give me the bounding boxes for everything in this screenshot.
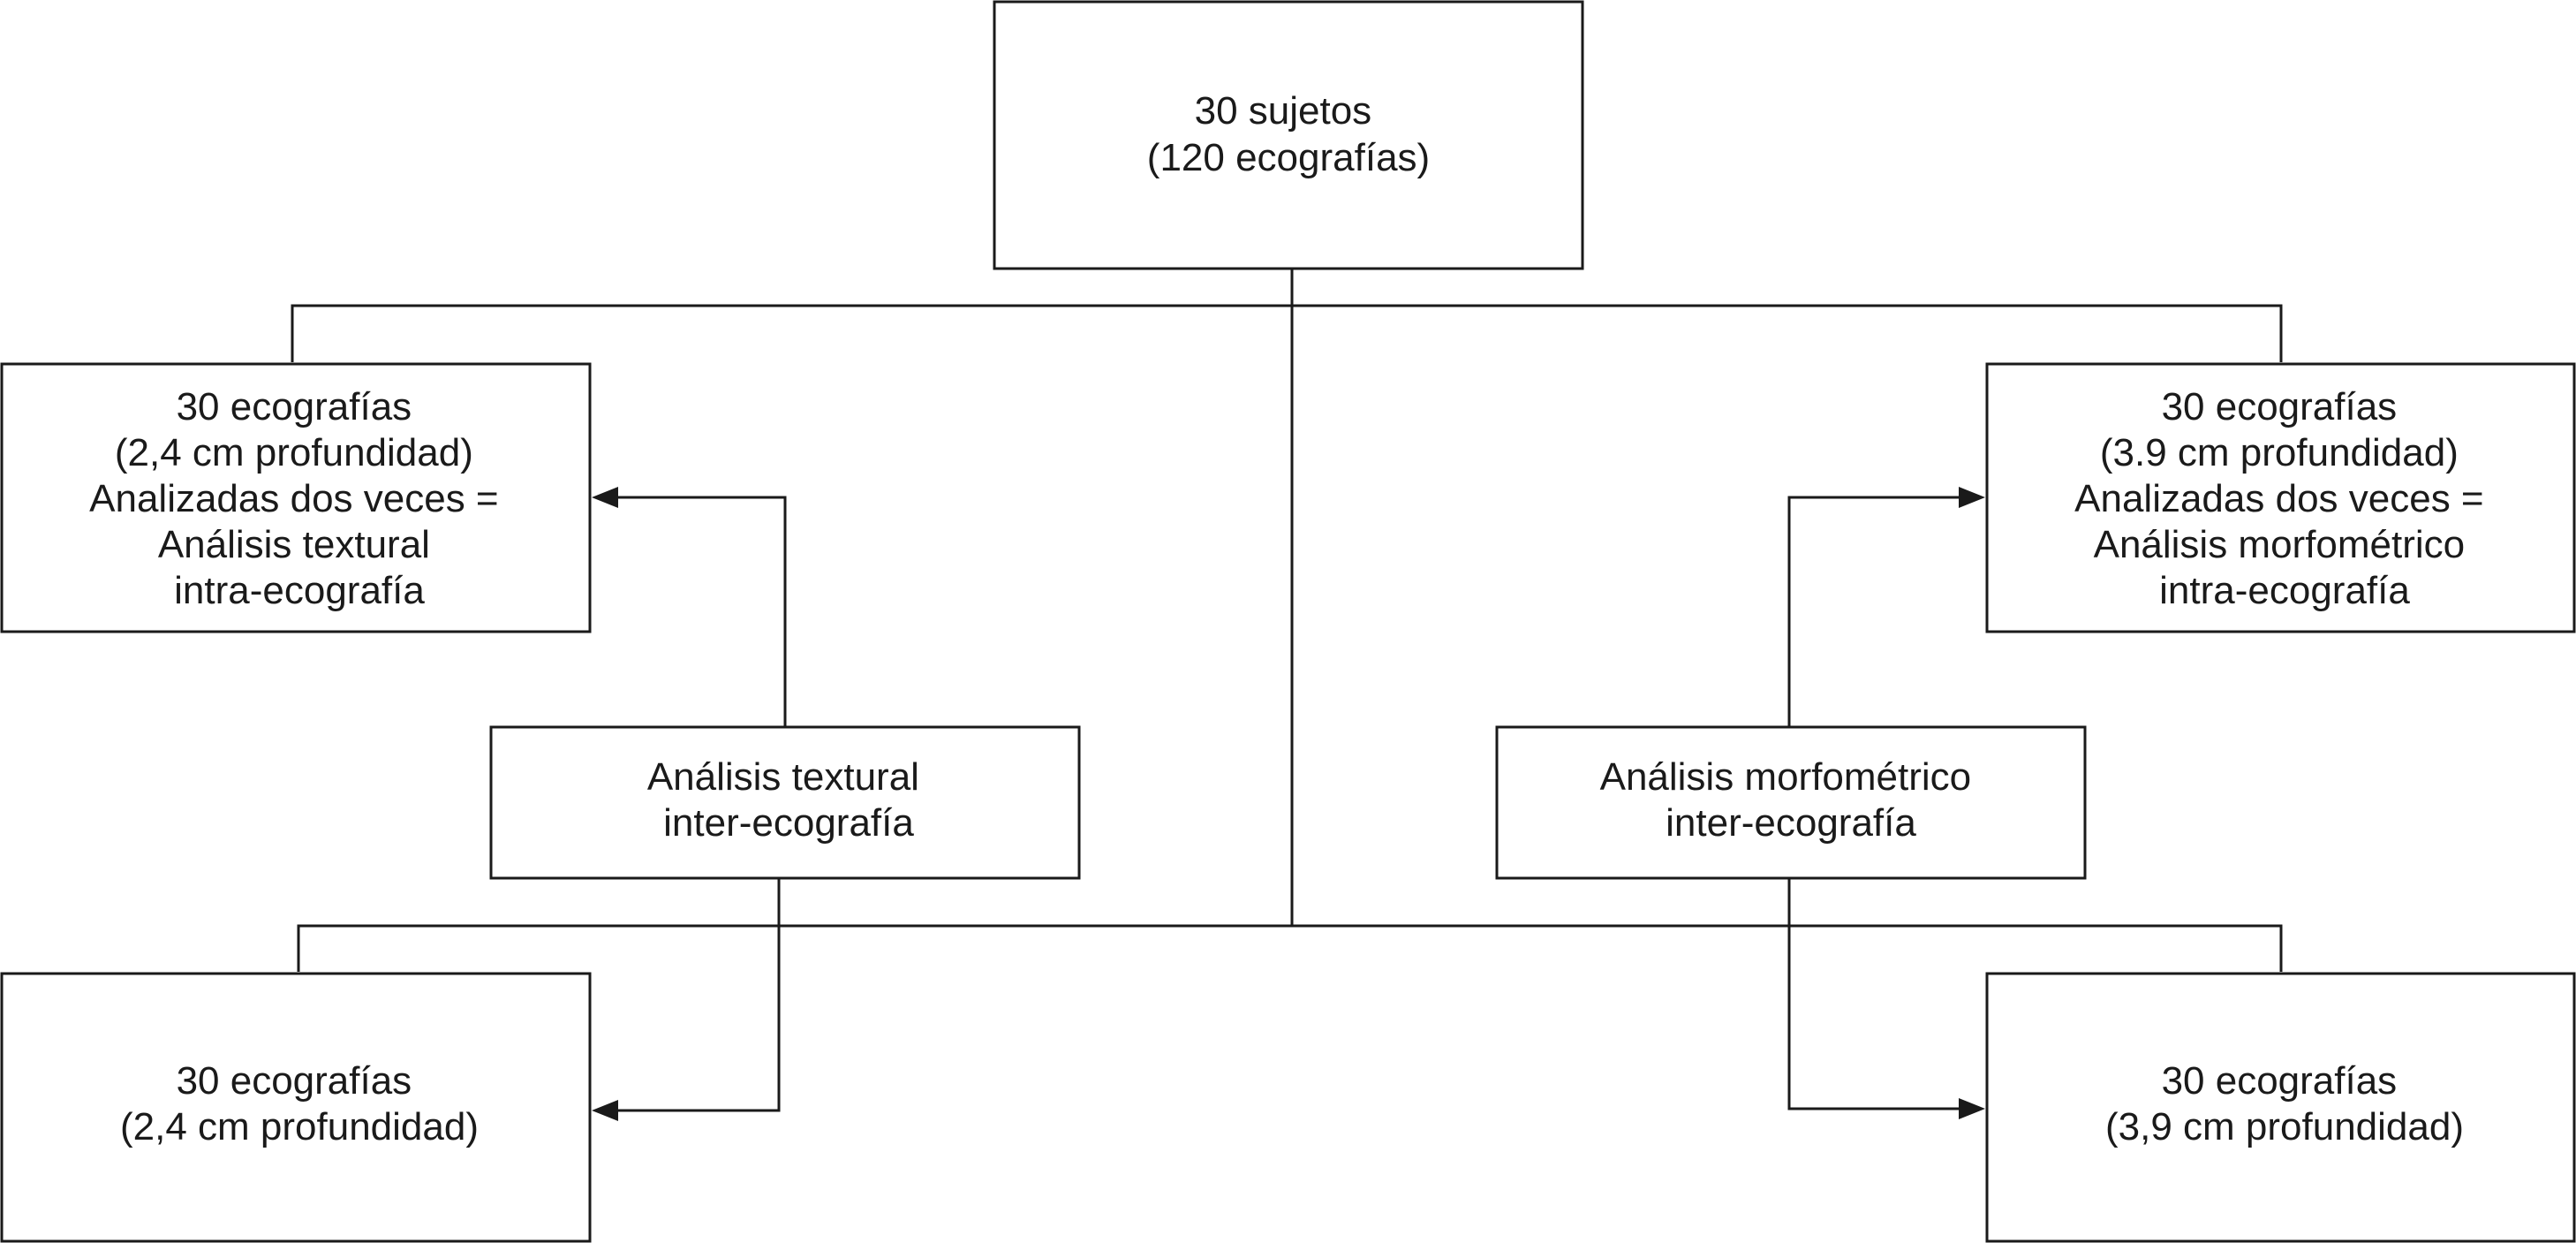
- connector-mid-left-to-bottom-left: [618, 879, 781, 1112]
- arrowhead-bottom-right: [1959, 1098, 1985, 1119]
- node-mid-right-text: Análisis morfométrico inter-ecografía: [1600, 755, 1983, 845]
- node-bottom-right-text: 30 ecografías (3,9 cm profundidad): [2105, 1059, 2464, 1148]
- connector-upper-branch: [291, 304, 2283, 362]
- node-bottom-right: 30 ecografías (3,9 cm profundidad): [1985, 972, 2576, 1243]
- connector-mid-left-to-top-left: [618, 496, 787, 726]
- node-mid-left: Análisis textural inter-ecografía: [489, 725, 1081, 880]
- node-top-right-text: 30 ecografías (3.9 cm profundidad) Anali…: [2074, 385, 2495, 612]
- connector-mid-right-to-bottom-right: [1787, 879, 1959, 1110]
- node-bottom-left: 30 ecografías (2,4 cm profundidad): [0, 972, 592, 1243]
- node-mid-right: Análisis morfométrico inter-ecografía: [1495, 725, 2087, 880]
- node-root-text: 30 sujetos (120 ecografías): [1147, 89, 1430, 179]
- arrowhead-bottom-left: [592, 1100, 618, 1121]
- connectors: [291, 268, 2283, 1112]
- node-top-left: 30 ecografías (2,4 cm profundidad) Anali…: [0, 362, 592, 633]
- arrowhead-top-left: [592, 487, 618, 508]
- arrowhead-top-right: [1959, 487, 1985, 508]
- connector-mid-right-to-top-right: [1787, 496, 1959, 726]
- node-top-right: 30 ecografías (3.9 cm profundidad) Anali…: [1985, 362, 2576, 633]
- node-bottom-left-text: 30 ecografías (2,4 cm profundidad): [120, 1059, 479, 1148]
- connector-lower-branch: [297, 924, 2283, 972]
- node-root: 30 sujetos (120 ecografías): [993, 0, 1584, 270]
- node-top-left-text: 30 ecografías (2,4 cm profundidad) Anali…: [89, 385, 510, 612]
- arrowheads: [592, 487, 1985, 1121]
- node-mid-left-text: Análisis textural inter-ecografía: [647, 755, 930, 845]
